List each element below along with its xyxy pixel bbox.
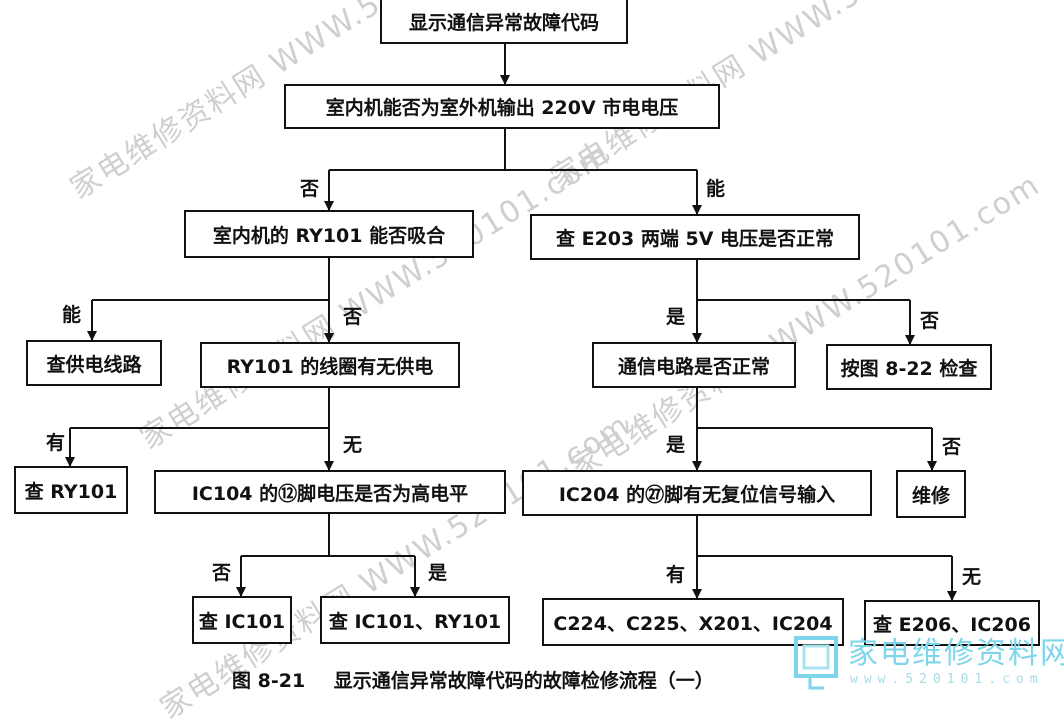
node-indoor-output-220v: 室内机能否为室外机输出 220V 市电电压 — [284, 84, 720, 129]
figure-number: 图 8-21 — [232, 670, 306, 692]
logo-mark-icon — [794, 636, 838, 690]
branch-label-yes: 是 — [428, 562, 448, 584]
branch-label-no: 否 — [300, 178, 320, 200]
node-check-e203-5v: 查 E203 两端 5V 电压是否正常 — [530, 214, 860, 260]
node-repair: 维修 — [896, 470, 966, 518]
node-check-ic101-ry101: 查 IC101、RY101 — [320, 596, 510, 644]
node-c224-c225-x201-ic204: C224、C225、X201、IC204 — [542, 598, 844, 646]
branch-label-none: 无 — [962, 566, 982, 588]
branch-label-none: 无 — [343, 434, 363, 456]
node-ic204-pin27-reset: IC204 的㉗脚有无复位信号输入 — [522, 470, 872, 516]
branch-label-no: 否 — [343, 306, 363, 328]
site-logo: 家电维修资料网 www.520101.com — [790, 628, 1064, 700]
node-ry101-coil-power: RY101 的线圈有无供电 — [200, 342, 460, 388]
node-see-fig-8-22: 按图 8-22 检查 — [826, 344, 992, 390]
branch-label-yes: 是 — [666, 434, 686, 456]
logo-text: 家电维修资料网 — [848, 636, 1064, 671]
branch-label-yes: 能 — [706, 178, 726, 200]
branch-label-no: 否 — [212, 562, 232, 584]
node-check-power-line: 查供电线路 — [26, 340, 162, 386]
node-check-e206-ic206: 查 E206、IC206 — [864, 600, 1040, 646]
node-check-ry101: 查 RY101 — [14, 466, 128, 514]
node-show-comm-error-code: 显示通信异常故障代码 — [380, 0, 628, 44]
branch-label-yes: 是 — [666, 306, 686, 328]
node-check-ic101: 查 IC101 — [192, 596, 292, 644]
branch-label-yes: 能 — [62, 304, 82, 326]
flow-connectors — [65, 44, 957, 601]
figure-title: 显示通信异常故障代码的故障检修流程（一） — [333, 670, 714, 692]
logo-url: www.520101.com — [850, 672, 1044, 687]
node-ic104-pin12-high: IC104 的⑫脚电压是否为高电平 — [154, 470, 506, 514]
node-ry101-close: 室内机的 RY101 能否吸合 — [184, 210, 474, 258]
branch-label-have: 有 — [46, 432, 66, 454]
figure-caption: 图 8-21 显示通信异常故障代码的故障检修流程（一） — [232, 666, 714, 693]
branch-label-no: 否 — [920, 310, 940, 332]
branch-label-no: 否 — [942, 436, 962, 458]
node-comm-circuit-ok: 通信电路是否正常 — [592, 342, 796, 388]
branch-label-have: 有 — [666, 564, 686, 586]
